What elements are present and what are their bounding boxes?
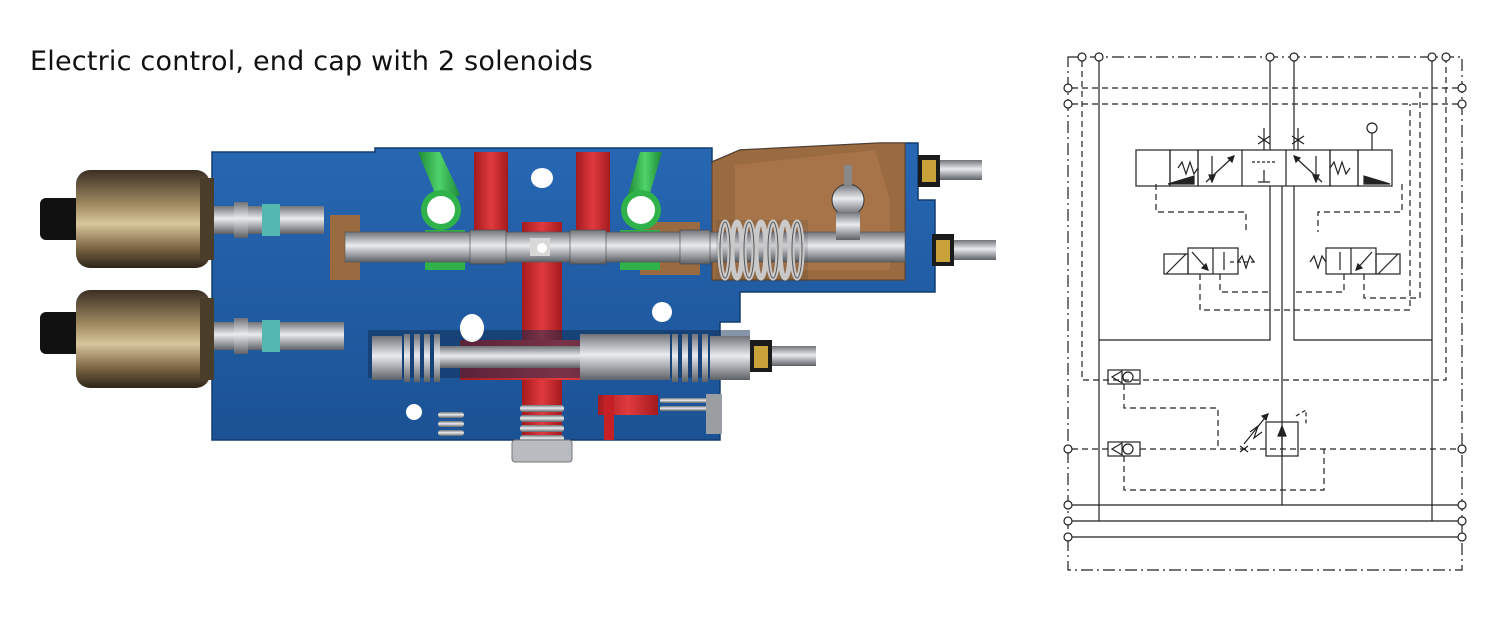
port-fitting-top [918,155,982,187]
boundary-frame [1067,56,1463,571]
housing-holes [406,168,672,420]
right-pilot-valve [1294,88,1421,299]
small-spring-left [438,412,464,436]
spring [716,219,808,282]
solenoid-bottom [40,290,344,388]
upper-spool [344,229,906,265]
lower-spool [368,330,750,382]
small-spring-right [660,394,722,434]
bottom-plug [511,405,573,463]
left-pilot-valve [1163,104,1411,311]
top-terminals [1077,52,1451,62]
vent-plug [831,165,865,240]
pressure-relief-valve [1239,408,1307,457]
solenoid-top [40,170,324,268]
check-valve-lower [1107,441,1325,491]
main-directional-valve [1135,122,1403,232]
side-terminals [1063,83,1467,542]
port-fitting-lower [750,340,816,372]
check-valve-upper [1107,369,1219,449]
port-fitting-middle [932,234,996,266]
page-title: Electric control, end cap with 2 solenoi… [30,46,594,77]
